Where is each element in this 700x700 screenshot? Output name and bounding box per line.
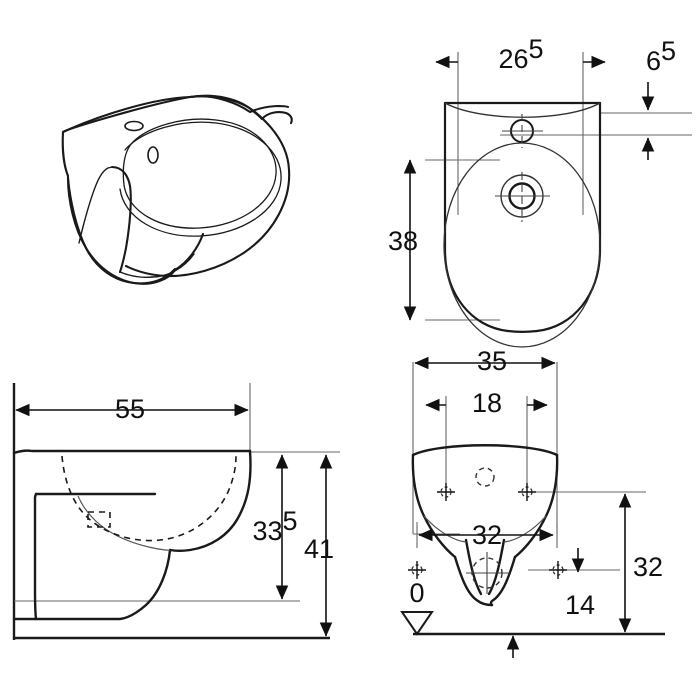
front-view-fixing-upper-left	[437, 483, 455, 501]
iso-body-outline	[61, 95, 290, 134]
dim-front-width: 35	[414, 346, 556, 376]
iso-bowl-inner	[122, 118, 277, 229]
front-view-hidden-overflow	[475, 467, 495, 487]
side-view-skirt-back	[33, 492, 38, 621]
side-view-skirt-profile	[34, 548, 172, 621]
top-view-left-side	[443, 101, 510, 333]
front-view-bottom-right	[489, 555, 517, 607]
dim-55-value: 55	[115, 394, 145, 424]
datum-zero-label: 0	[409, 578, 424, 608]
side-view-reference-lines	[12, 383, 330, 640]
iso-tap-hole	[124, 120, 144, 132]
side-view-inner-bowl	[77, 495, 171, 551]
dim-335-value: 33	[252, 516, 282, 546]
dim-38-value: 38	[388, 226, 418, 256]
iso-waste-outlet	[173, 232, 205, 272]
iso-back-wall-edge	[119, 271, 153, 278]
front-view-top-edge	[411, 444, 559, 457]
iso-skirt-inner-edge	[110, 165, 132, 274]
side-view-thin-internals	[77, 495, 171, 551]
dim-41-value: 41	[304, 534, 334, 564]
dim-side-projection: 55	[15, 394, 249, 424]
dim-6-sup: 5	[661, 36, 676, 66]
front-view-waste-crosshair	[466, 552, 510, 594]
dim-35-value: 35	[477, 346, 507, 376]
dim-top-offset-right: 65	[641, 36, 676, 160]
front-view-extension-lines	[412, 362, 646, 571]
side-view-hidden-outlet	[87, 511, 111, 528]
side-view-rim-top	[12, 449, 252, 455]
side-view-bowl-profile	[168, 449, 252, 552]
dim-335-sup: 5	[283, 506, 298, 536]
svg-text:265: 265	[498, 34, 543, 74]
side-view-extension-lines	[14, 383, 340, 602]
front-view-right-side	[513, 453, 559, 559]
front-view-bottom-left	[453, 555, 494, 607]
dim-32-height-value: 32	[633, 552, 663, 582]
dim-top-depth: 38	[388, 159, 418, 321]
dim-26-sup: 5	[529, 34, 544, 64]
dim-32-lower-value: 32	[472, 520, 502, 550]
front-view-left-side	[411, 453, 457, 559]
side-view-hidden-bowl	[61, 455, 237, 542]
top-view-right-side	[535, 101, 602, 333]
top-view-extension-lines	[425, 52, 692, 321]
side-view-outline	[12, 449, 252, 621]
dim-14-value: 14	[565, 590, 595, 620]
iso-skirt-face-left	[66, 176, 88, 250]
iso-rim-top-left	[61, 130, 70, 178]
iso-body-underside	[124, 264, 167, 278]
dim-front-fixing-spacing: 18	[425, 388, 548, 418]
front-view-fixing-upper-right	[518, 483, 536, 501]
side-section-view: 55 335 41	[12, 383, 340, 640]
dim-side-height-total: 41	[304, 454, 334, 637]
iso-outer-top-edge	[61, 95, 192, 134]
iso-waste-outlet-2	[151, 253, 195, 278]
isometric-view	[61, 94, 293, 285]
dim-front-height-from-floor: 32	[618, 493, 663, 633]
iso-bowl-inner-2	[119, 121, 282, 237]
dim-18-value: 18	[472, 388, 502, 418]
top-view-bottom-arc	[506, 329, 539, 333]
front-view-inner-right-fold	[487, 538, 506, 596]
top-view-tap-hole	[502, 114, 543, 148]
iso-skirt-cut	[78, 166, 113, 244]
front-view-fixing-lower-left	[408, 561, 426, 579]
top-view-waste-outlet	[495, 172, 550, 222]
datum-triangle-icon	[400, 611, 434, 636]
front-view: 35 18 32 32 14 0	[400, 346, 665, 658]
dim-top-width-inner: 265	[435, 34, 606, 74]
iso-overflow-hole	[147, 146, 159, 164]
front-view-fixing-lower-right	[549, 561, 567, 579]
top-view: 265 65 38	[388, 34, 692, 348]
svg-text:335: 335	[252, 506, 297, 546]
dim-front-lower-width: 32	[416, 520, 558, 550]
dim-6-value: 6	[646, 46, 661, 76]
dim-26-value: 26	[498, 44, 528, 74]
side-view-hidden-lines	[61, 455, 237, 542]
iso-body-right-edge	[163, 95, 291, 278]
svg-text:65: 65	[646, 36, 676, 76]
dim-side-height-bowl: 335	[252, 454, 298, 600]
top-view-back-curve	[444, 102, 601, 118]
iso-skirt-base	[84, 246, 177, 285]
